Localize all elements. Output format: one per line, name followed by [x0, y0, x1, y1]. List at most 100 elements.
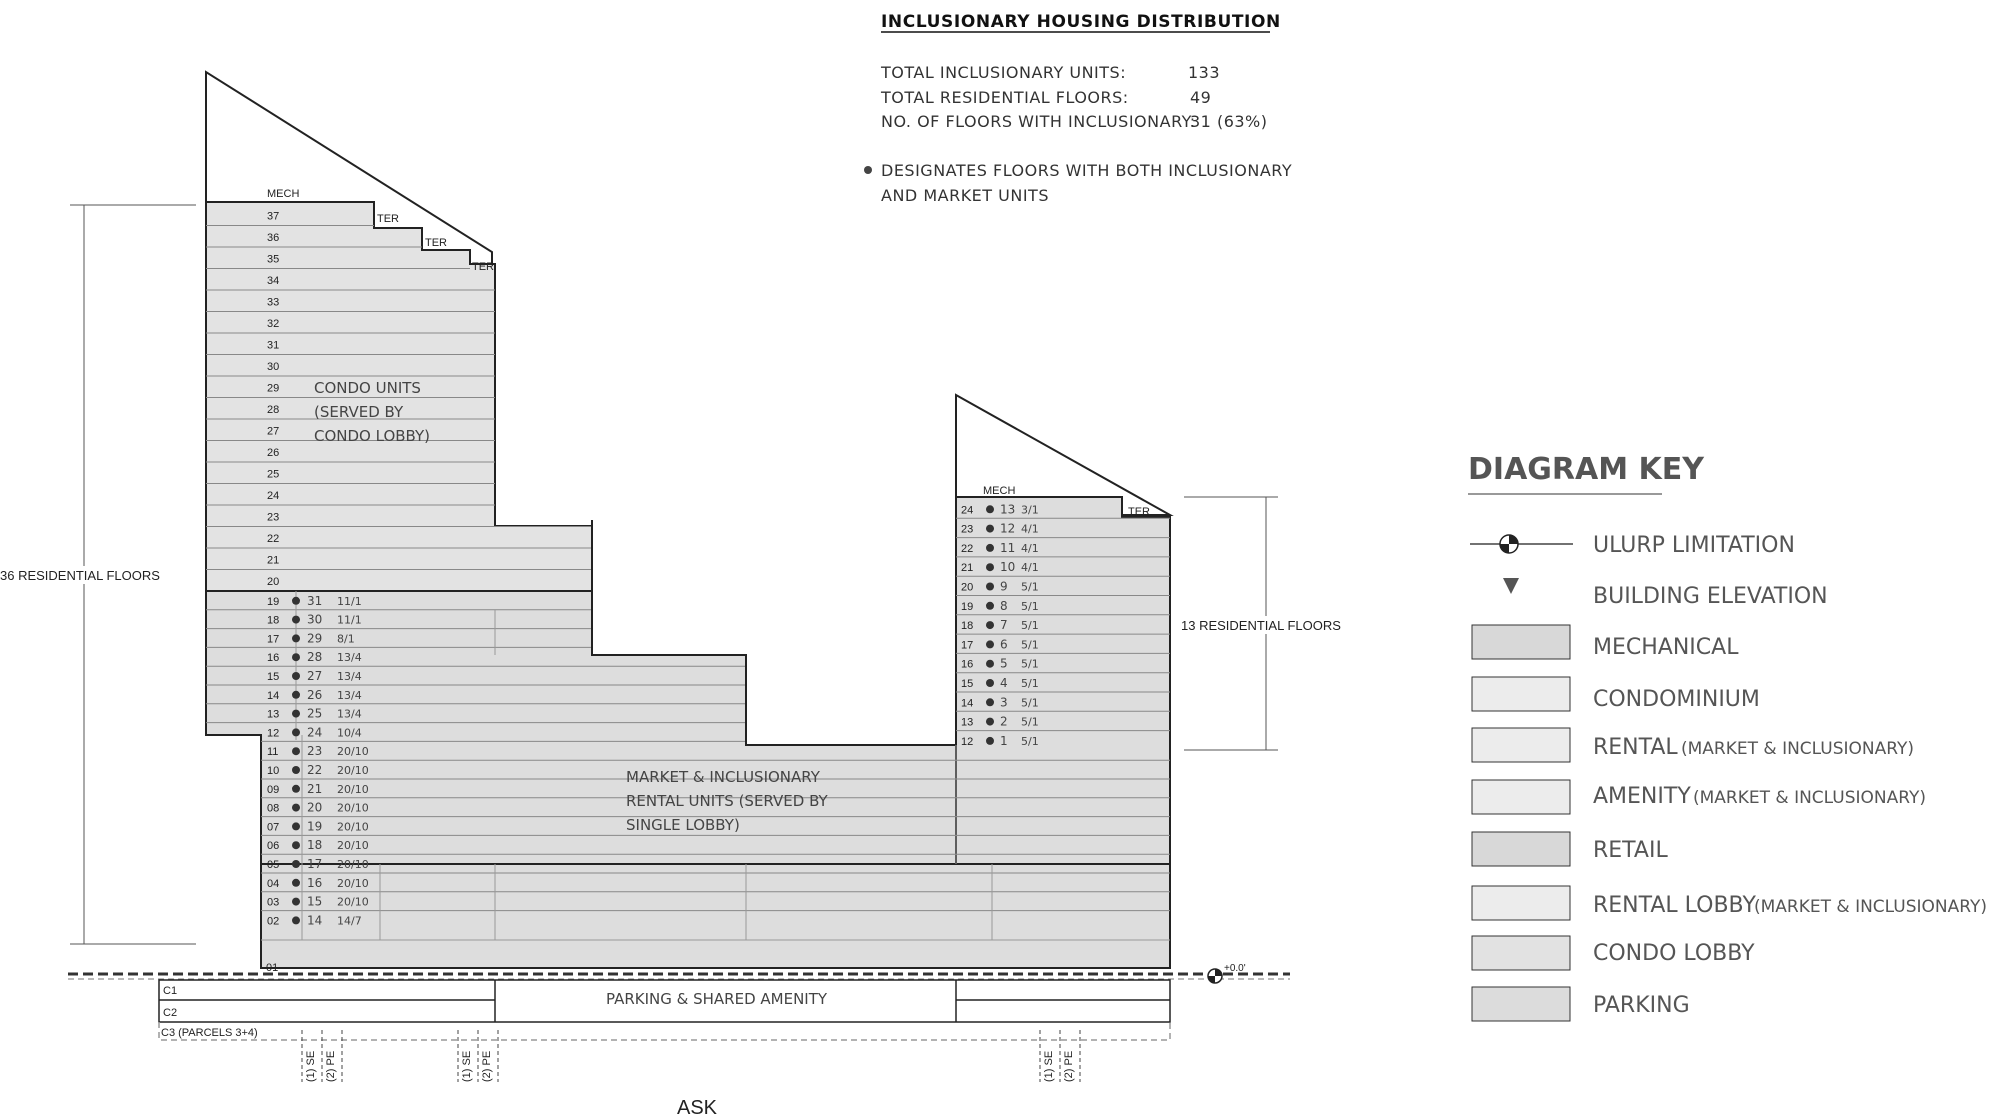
key-condo-lobby-label: CONDO LOBBY [1593, 941, 1755, 966]
floor-number-label: 05 [267, 859, 279, 871]
right-residential-floors-label: 13 RESIDENTIAL FLOORS [1181, 618, 1341, 633]
inclusionary-dot-icon [292, 841, 300, 850]
inclusionary-floor-count: 17 [307, 857, 322, 871]
inclusionary-dot-icon [986, 640, 994, 649]
floor-number-label: 34 [267, 275, 279, 287]
inclusionary-dot-icon [292, 596, 300, 605]
inclusionary-floor-count: 3 [1000, 695, 1008, 709]
note-line-2: AND MARKET UNITS [881, 186, 1049, 205]
grade-datum-icon [1207, 968, 1223, 984]
inclusionary-dot-icon [986, 543, 994, 552]
condo-units-label-3: CONDO LOBBY) [314, 427, 430, 445]
inclusionary-dot-icon [292, 860, 300, 868]
market-inclusionary-ratio: 14/7 [337, 914, 362, 927]
inclusionary-floor-count: 20 [307, 801, 322, 815]
summary-title: INCLUSIONARY HOUSING DISTRIBUTION [881, 12, 1281, 32]
stat-value-3: 31 (63%) [1190, 112, 1268, 131]
section-marker-label: (2) PE [1063, 1051, 1075, 1082]
inclusionary-dot-icon [986, 563, 994, 572]
market-inclusionary-ratio: 20/10 [337, 783, 369, 796]
stat-label-2: TOTAL RESIDENTIAL FLOORS: [880, 88, 1129, 107]
market-inclusionary-ratio: 13/4 [337, 689, 362, 702]
inclusionary-floor-count: 5 [1000, 657, 1008, 671]
key-swatch-parking [1471, 986, 1571, 1022]
market-inclusionary-ratio: 10/4 [337, 726, 362, 739]
floor-number-label: 08 [267, 803, 279, 815]
floor-number-label: 18 [961, 620, 973, 632]
stat-label-3: NO. OF FLOORS WITH INCLUSIONARY: [881, 112, 1196, 131]
footer-ask-label: ASK [677, 1097, 718, 1116]
condo-units-label-2: (SERVED BY [314, 403, 404, 421]
inclusionary-floor-count: 12 [1000, 522, 1015, 536]
grade-elevation-label: +0.0' [1224, 963, 1246, 974]
c3-label: C3 (PARCELS 3+4) [161, 1027, 258, 1039]
key-amenity-label: AMENITY [1593, 784, 1691, 809]
inclusionary-floor-count: 16 [307, 876, 322, 890]
inclusionary-floor-count: 22 [307, 763, 322, 777]
ter-label: TER [377, 213, 399, 225]
inclusionary-floor-count: 1 [1000, 734, 1008, 748]
rental-step-outline [591, 520, 956, 746]
diagram-key: DIAGRAM KEY ULURP LIMITATION BUILDING EL… [1468, 452, 1987, 1022]
floor-number-label: 26 [267, 447, 279, 459]
inclusionary-floor-count: 14 [307, 913, 322, 927]
grade-line [68, 972, 1290, 980]
market-inclusionary-ratio: 5/1 [1021, 619, 1039, 632]
key-swatch-condominium [1471, 676, 1571, 712]
inclusionary-floor-count: 6 [1000, 637, 1008, 651]
inclusionary-floor-count: 18 [307, 838, 322, 852]
key-swatch-rental [1471, 727, 1571, 763]
inclusionary-floor-count: 19 [307, 819, 322, 833]
floor-number-label: 12 [961, 736, 973, 748]
below-grade-levels [158, 979, 1171, 1041]
floor-number-label: 06 [267, 840, 279, 852]
inclusionary-floor-count: 31 [307, 594, 322, 608]
floor-number-label: 23 [267, 512, 279, 524]
inclusionary-dot-icon [292, 766, 300, 774]
ter-label: TER [472, 261, 494, 273]
ground-floor-label: 01 [266, 962, 278, 974]
market-inclusionary-ratio: 20/10 [337, 764, 369, 777]
floor-number-label: 21 [961, 562, 973, 574]
inclusionary-dot-icon [292, 690, 300, 699]
floor-number-label: 23 [961, 524, 973, 536]
floor-number-label: 22 [961, 543, 973, 555]
key-elevation-label: BUILDING ELEVATION [1593, 584, 1828, 609]
floor-number-label: 36 [267, 232, 279, 244]
c2-label: C2 [163, 1007, 177, 1019]
inclusionary-dot-icon [986, 582, 994, 591]
floor-number-label: 15 [267, 671, 279, 683]
ter-label: TER [425, 237, 447, 249]
floor-number-label: 02 [267, 915, 279, 927]
inclusionary-floor-count: 24 [307, 725, 322, 739]
floor-number-label: 21 [267, 555, 279, 567]
floor-number-label: 11 [267, 746, 278, 758]
key-rental-lobby-note: (MARKET & INCLUSIONARY) [1754, 897, 1987, 917]
inclusionary-floor-count: 28 [307, 650, 322, 664]
market-inclusionary-ratio: 5/1 [1021, 677, 1039, 690]
inclusionary-dot-icon [986, 659, 994, 668]
inclusionary-floor-count: 27 [307, 669, 322, 683]
inclusionary-dot-icon [292, 634, 300, 643]
key-amenity-note: (MARKET & INCLUSIONARY) [1693, 788, 1926, 808]
floor-number-label: 28 [267, 404, 279, 416]
market-inclusionary-ratio: 8/1 [337, 632, 355, 645]
section-markers: (1) SE(2) PE(1) SE(2) PE(1) SE(2) PE [301, 1030, 1081, 1082]
floor-number-label: 12 [267, 727, 279, 739]
dim-label-bg [0, 566, 172, 584]
inclusionary-floor-count: 2 [1000, 715, 1008, 729]
market-inclusionary-ratio: 4/1 [1021, 561, 1039, 574]
market-inclusionary-ratio: 5/1 [1021, 735, 1039, 748]
floor-number-label: 24 [961, 504, 973, 516]
floor-number-label: 22 [267, 533, 279, 545]
floor-number-label: 10 [267, 765, 279, 777]
note-line-1: DESIGNATES FLOORS WITH BOTH INCLUSIONARY [881, 161, 1292, 180]
market-inclusionary-ratio: 13/4 [337, 670, 362, 683]
key-swatch-amenity [1471, 779, 1571, 815]
right-mech-label: MECH [983, 485, 1015, 497]
market-inclusionary-ratio: 11/1 [337, 595, 362, 608]
key-swatch-condo-lobby [1471, 935, 1571, 971]
internal-partitions [261, 591, 1170, 941]
floor-number-label: 03 [267, 897, 279, 909]
